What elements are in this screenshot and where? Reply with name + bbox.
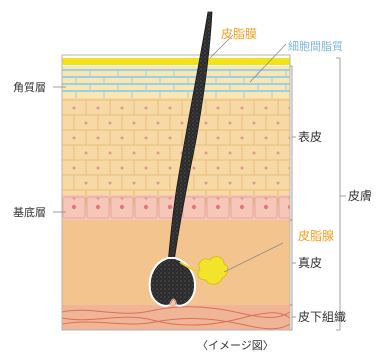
- label-intercellular-lipid: 細胞間脂質: [288, 39, 343, 53]
- subcutaneous-fibers: [62, 306, 290, 330]
- epidermis-layer: [62, 98, 290, 195]
- label-skin: 皮膚: [348, 188, 372, 203]
- stratum-corneum-layer: [62, 66, 290, 98]
- label-stratum-corneum: 角質層: [13, 80, 46, 94]
- sebaceous-gland-icon: [179, 256, 229, 285]
- pointer-lines: [53, 34, 346, 331]
- hair-shaft-icon: [148, 11, 213, 307]
- label-dermis: 真皮: [298, 256, 322, 270]
- sebum-film-layer: [62, 58, 290, 65]
- label-sebum-film: 皮脂膜: [221, 26, 257, 41]
- skin-panel-border: [61, 54, 291, 331]
- label-subcutaneous-tissue: 皮下組織: [298, 310, 346, 324]
- caption: 〈イメージ図〉: [197, 339, 274, 352]
- subcutaneous-layer: [62, 305, 290, 330]
- label-basal-layer: 基底層: [13, 205, 46, 219]
- label-sebaceous-gland: 皮脂腺: [298, 228, 334, 243]
- label-epidermis: 表皮: [298, 130, 322, 144]
- basal-cells: [62, 196, 290, 219]
